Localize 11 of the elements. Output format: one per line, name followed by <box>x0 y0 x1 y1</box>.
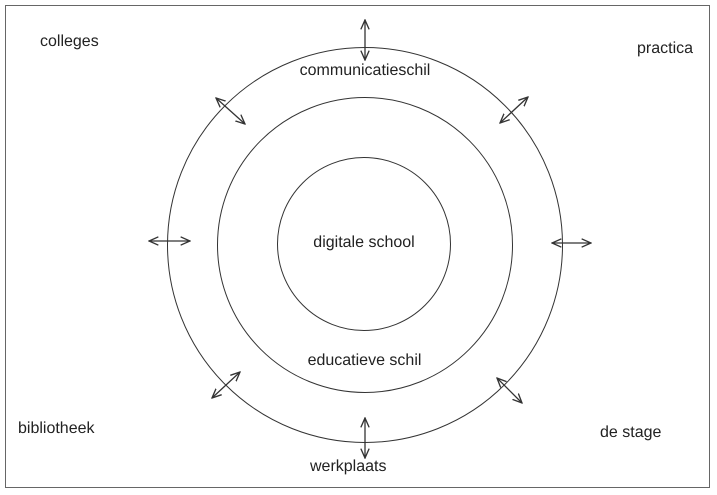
area-label: werkplaats <box>310 458 386 476</box>
inner-circle <box>277 157 451 331</box>
area-label: de stage <box>600 424 662 442</box>
outer-ring-circle <box>167 47 563 443</box>
middle-ring-circle <box>216 96 512 392</box>
area-label: practica <box>637 40 694 58</box>
area-label: colleges <box>40 33 99 51</box>
ring-label: educatieve schil <box>308 352 422 370</box>
ring-label: communicatieschil <box>300 62 430 80</box>
area-label: bibliotheek <box>18 420 94 438</box>
ring-label: digitale school <box>313 234 415 252</box>
